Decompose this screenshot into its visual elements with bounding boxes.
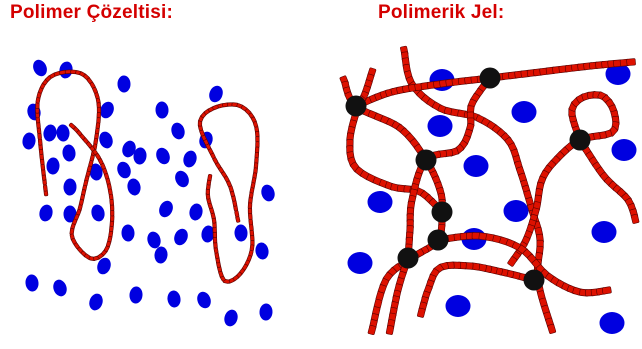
solvent-molecule [592,221,617,243]
polymer-solution-panel [21,58,276,328]
solvent-molecule [173,169,192,190]
monomer-unit [602,286,612,294]
solvent-molecule [90,203,106,222]
solvent-molecule [207,84,225,105]
solvent-molecule [154,146,172,167]
solvent-molecule [172,227,190,248]
solvent-molecule [38,203,54,222]
solvent-molecule [154,246,169,264]
solvent-molecule [259,303,273,321]
solvent-molecule [115,160,133,180]
crosslink-node [398,248,419,269]
crosslink-node [480,68,501,89]
gel-chain-11 [417,262,538,318]
solvent-molecule [368,191,393,213]
solvent-molecule [31,58,50,79]
solvent-molecule [188,202,204,221]
solvent-molecule [25,274,40,292]
crosslink-node [570,130,591,151]
solvent-molecule [129,286,143,304]
monomer-unit [43,185,47,192]
solvent-molecule [155,101,169,119]
monomer-unit [368,325,376,335]
solvent-molecule [51,278,69,298]
crosslink-node [346,96,367,117]
solvent-molecule [117,75,130,92]
monomer-unit [38,139,42,146]
crosslink-node [524,270,545,291]
solvent-molecule [97,130,115,150]
solvent-molecule [348,252,373,274]
monomer-unit [208,174,213,181]
solvent-molecule [87,292,105,312]
monomer-unit [234,210,239,217]
solvent-molecule [42,124,58,143]
monomer-unit [627,58,636,65]
crosslink-node [416,150,437,171]
solvent-molecule [504,200,529,222]
monomer-unit [547,324,556,334]
solvent-molecule [182,149,199,169]
solvent-molecule [612,139,637,161]
solvent-molecule [254,242,270,261]
solvent-molecule [222,308,239,328]
solvent-molecule [446,295,471,317]
solvent-molecule [169,121,186,141]
solvent-molecule [21,132,36,151]
solvent-molecule [428,115,453,137]
solvent-molecule [62,144,77,162]
monomer-unit [386,325,394,335]
polymeric-gel-panel [340,46,640,335]
crosslink-node [428,230,449,251]
solvent-molecule [600,312,625,334]
polymer-chain-2 [198,103,259,284]
solvent-molecule [166,290,181,309]
solvent-molecule [126,177,142,196]
solvent-molecule [234,224,248,242]
solvent-molecule [512,101,537,123]
solvent-molecule [63,178,77,195]
solvent-molecule [157,199,176,220]
solvent-molecule [56,124,70,142]
monomer-unit [417,308,425,318]
solvent-molecule [121,224,135,241]
solvent-molecule [195,290,213,311]
solvent-molecule [464,155,489,177]
crosslink-node [432,202,453,223]
solvent-molecule [46,157,60,175]
solvent-molecule [259,183,276,203]
